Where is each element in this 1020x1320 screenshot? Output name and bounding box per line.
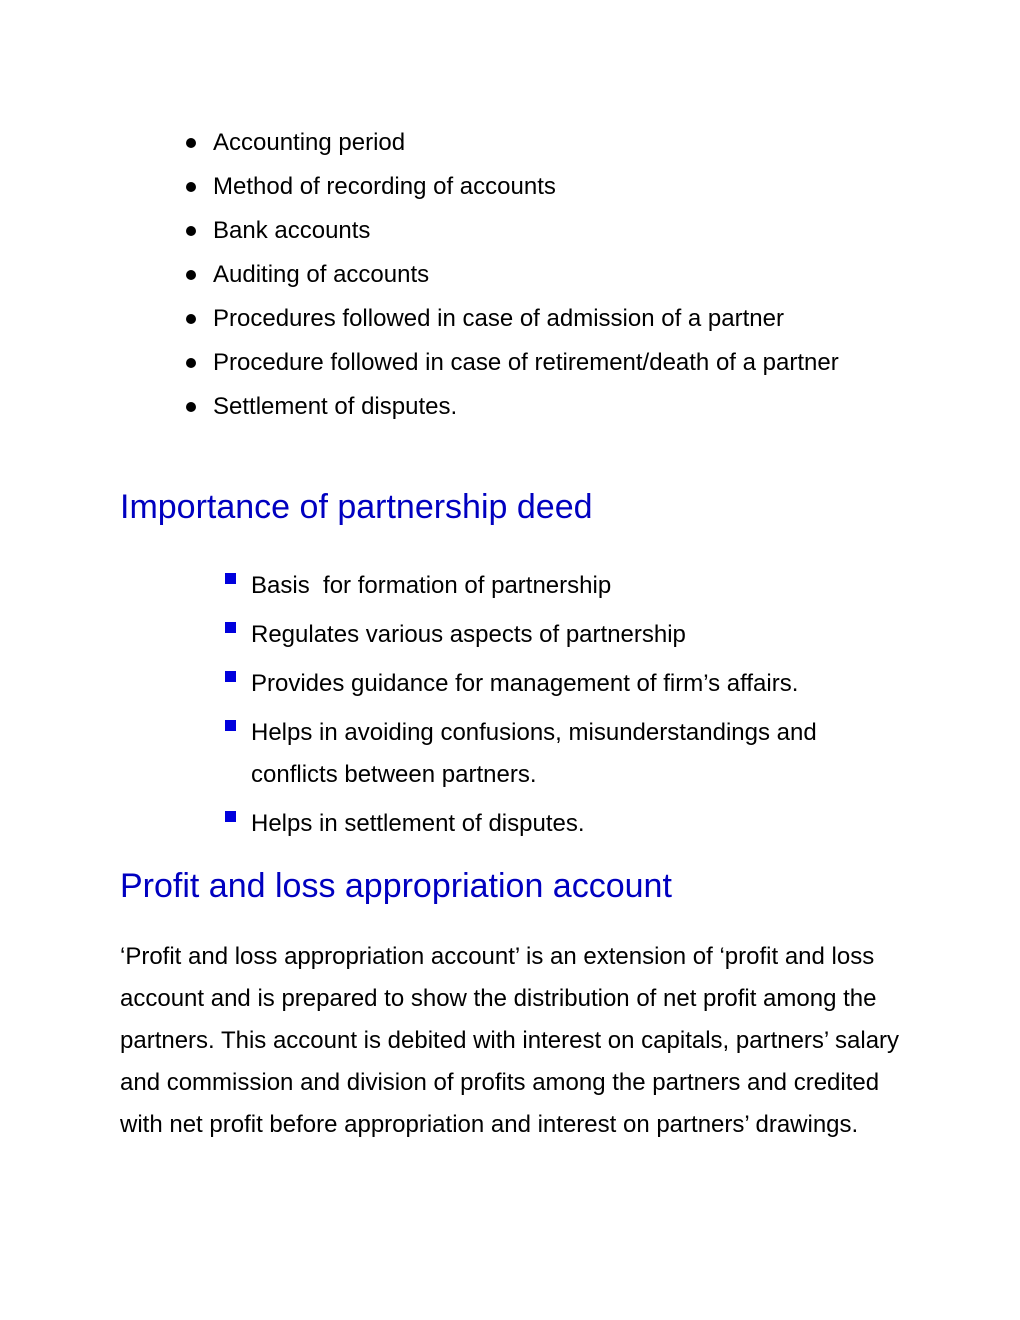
- deed-contents-list: Accounting period Method of recording of…: [183, 122, 903, 430]
- bullet-dot-icon: [186, 314, 196, 324]
- list-item-text: Helps in settlement of disputes.: [251, 810, 585, 837]
- list-item: Bank accounts: [183, 210, 903, 252]
- list-item-text: Procedure followed in case of retirement…: [213, 349, 839, 376]
- list-item-text: Settlement of disputes.: [213, 393, 458, 420]
- square-bullet-icon: [225, 671, 236, 682]
- list-item: Helps in avoiding confusions, misunderst…: [222, 712, 899, 796]
- list-item-text: Provides guidance for management of firm…: [251, 670, 799, 697]
- square-bullet-icon: [225, 720, 236, 731]
- list-item-text: Basis for formation of partnership: [251, 572, 612, 599]
- bullet-dot-icon: [186, 402, 196, 412]
- list-item-text: Method of recording of accounts: [213, 173, 556, 200]
- bullet-dot-icon: [186, 226, 196, 236]
- bullet-dot-icon: [186, 270, 196, 280]
- list-item-text: Auditing of accounts: [213, 261, 430, 288]
- list-item: Method of recording of accounts: [183, 166, 903, 208]
- list-item: Helps in settlement of disputes.: [222, 803, 922, 845]
- list-item: Basis for formation of partnership: [222, 565, 922, 607]
- bullet-dot-icon: [186, 182, 196, 192]
- bullet-dot-icon: [186, 138, 196, 148]
- list-item: Regulates various aspects of partnership: [222, 614, 922, 656]
- list-item-text: Regulates various aspects of partnership: [251, 621, 686, 648]
- appropriation-paragraph: ‘Profit and loss appropriation account’ …: [120, 943, 900, 1138]
- list-item-text: Bank accounts: [213, 217, 371, 244]
- importance-list: Basis for formation of partnership Regul…: [222, 565, 922, 852]
- importance-heading: Importance of partnership deed: [120, 488, 593, 526]
- list-item: Settlement of disputes.: [183, 386, 903, 428]
- square-bullet-icon: [225, 811, 236, 822]
- list-item: Procedures followed in case of admission…: [183, 298, 903, 340]
- list-item: Procedure followed in case of retirement…: [183, 342, 863, 384]
- list-item-text: Helps in avoiding confusions, misunderst…: [251, 719, 817, 788]
- square-bullet-icon: [225, 622, 236, 633]
- list-item: Provides guidance for management of firm…: [222, 663, 922, 705]
- square-bullet-icon: [225, 573, 236, 584]
- bullet-dot-icon: [186, 358, 196, 368]
- list-item: Accounting period: [183, 122, 903, 164]
- appropriation-heading: Profit and loss appropriation account: [120, 867, 672, 905]
- list-item-text: Accounting period: [213, 129, 406, 156]
- list-item: Auditing of accounts: [183, 254, 903, 296]
- list-item-text: Procedures followed in case of admission…: [213, 305, 784, 332]
